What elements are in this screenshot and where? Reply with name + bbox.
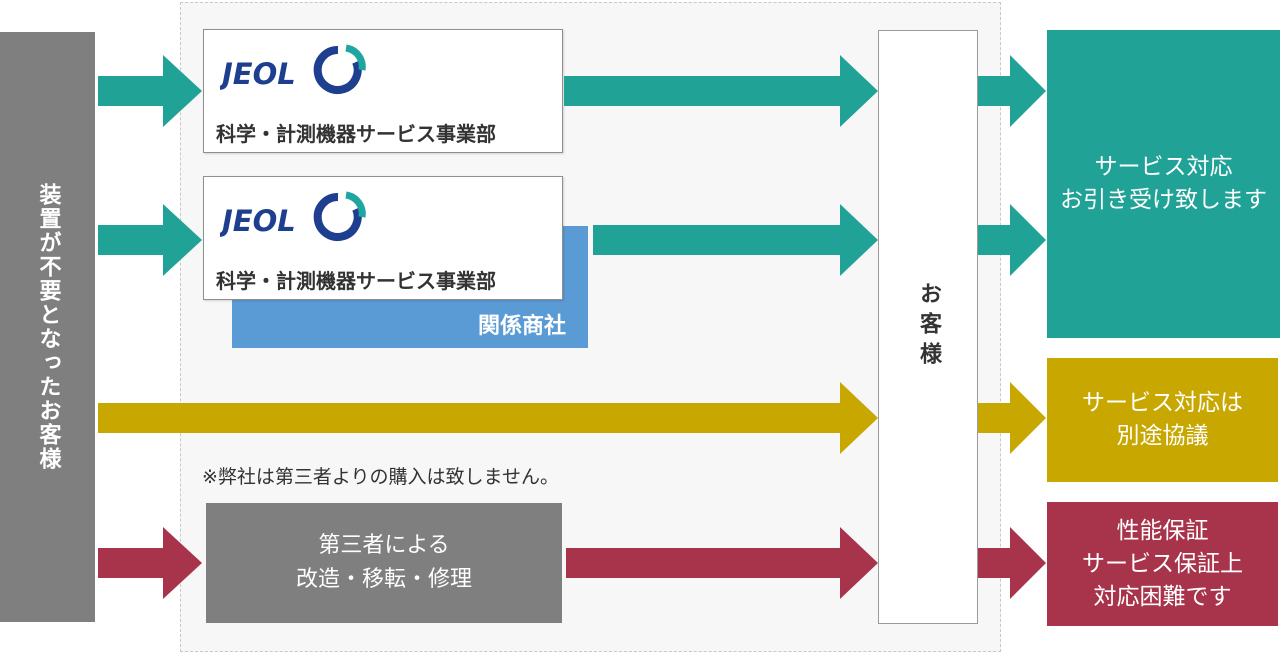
arrow-customer-to-result-crimson	[978, 527, 1046, 599]
customer-label: お客様	[916, 282, 941, 372]
arrow-jeol-1-to-customer	[564, 55, 878, 127]
result-crimson-line-2: サービス保証上	[1082, 550, 1243, 577]
result-crimson-box: 性能保証 サービス保証上 対応困難です	[1047, 502, 1278, 626]
jeol-service-label: 科学・計測機器サービス事業部	[216, 122, 496, 146]
customer-box: お客様	[878, 30, 978, 624]
arrow-jeol-2-to-customer	[593, 204, 878, 276]
arrow-source-to-third-party	[98, 527, 202, 599]
jeol-service-box-2: JEOL 科学・計測機器サービス事業部	[203, 176, 563, 300]
dealer-label: 関係商社	[477, 314, 566, 339]
arrow-third-party-to-customer	[566, 527, 878, 599]
jeol-logo-text: JEOL	[220, 204, 296, 238]
result-crimson-line-3: 対応困難です	[1093, 583, 1232, 610]
arrow-source-to-jeol-1	[98, 55, 202, 127]
third-party-line-2: 改造・移転・修理	[295, 567, 472, 592]
arrow-source-to-customer-direct	[98, 382, 878, 454]
jeol-logo: JEOL	[220, 191, 366, 241]
jeol-swirl-icon	[313, 191, 366, 241]
result-teal-box: サービス対応 お引き受け致します	[1047, 30, 1280, 338]
jeol-swirl-icon	[313, 44, 366, 94]
arrow-customer-to-result-gold	[978, 382, 1046, 454]
jeol-service-box-1: JEOL 科学・計測機器サービス事業部	[203, 29, 563, 153]
arrow-customer-to-result-teal-2	[978, 204, 1046, 276]
source-customer-label: 装置が不要となったお客様	[35, 183, 61, 471]
result-gold-box: サービス対応は 別途協議	[1047, 358, 1278, 482]
purchase-note: ※弊社は第三者よりの購入は致しません。	[202, 466, 559, 488]
result-gold-line-2: 別途協議	[1116, 423, 1209, 449]
source-customer-box: 装置が不要となったお客様	[0, 32, 95, 622]
result-teal-line-1: サービス対応	[1094, 154, 1233, 180]
result-teal-line-2: お引き受け致します	[1060, 187, 1267, 213]
jeol-logo-text: JEOL	[220, 57, 296, 91]
result-gold-line-1: サービス対応は	[1082, 390, 1243, 416]
third-party-line-1: 第三者による	[318, 533, 450, 558]
jeol-logo: JEOL	[220, 44, 366, 94]
arrow-source-to-jeol-2	[98, 204, 202, 276]
result-crimson-line-1: 性能保証	[1116, 517, 1209, 544]
arrow-customer-to-result-teal-1	[978, 55, 1046, 127]
third-party-box: 第三者による 改造・移転・修理	[206, 503, 562, 623]
jeol-service-label: 科学・計測機器サービス事業部	[216, 269, 496, 293]
